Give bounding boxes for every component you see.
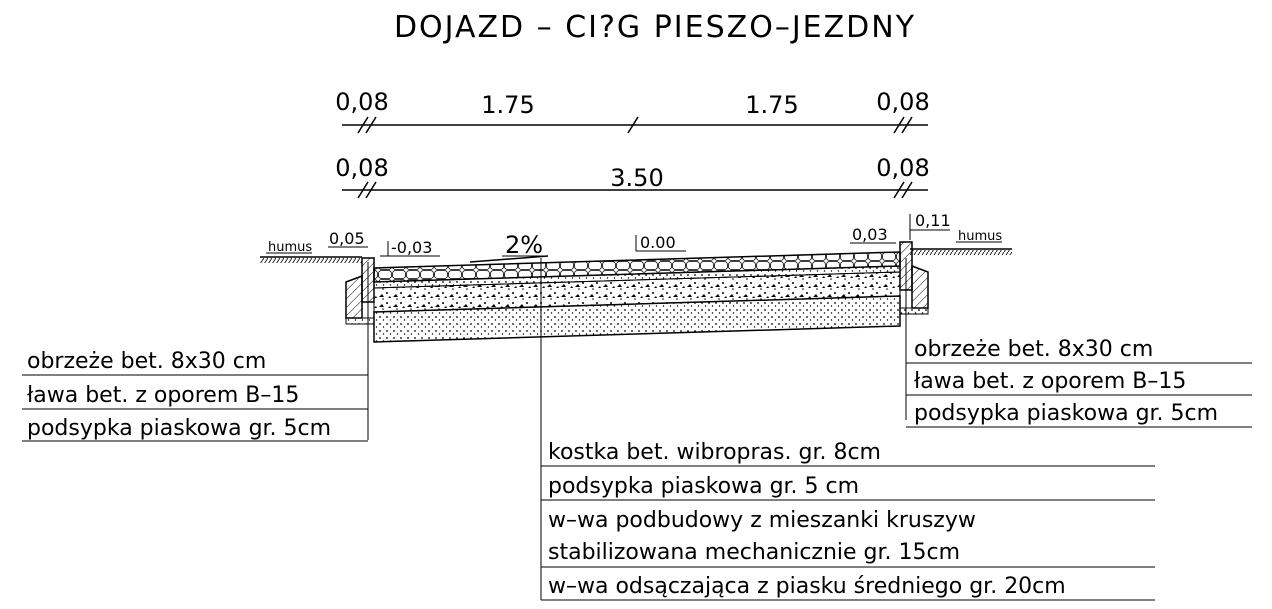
leader-lines (367, 258, 907, 600)
dim-label: 0,08 (876, 154, 929, 182)
pavement-section (345, 241, 929, 343)
dimension-row-top: 0,08 1.75 1.75 0,08 (335, 88, 930, 134)
dim-label: 3.50 (610, 164, 663, 192)
layer-label: w–wa odsączająca z piasku średniego gr. … (548, 574, 1066, 599)
layer-label: stabilizowana mechanicznie gr. 15cm (548, 540, 960, 565)
dim-label: 0,08 (335, 88, 388, 116)
right-label: obrzeże bet. 8x30 cm (914, 337, 1153, 362)
dim-label: 0,08 (335, 154, 388, 182)
dim-label: 0,08 (876, 88, 929, 116)
level-annotations: 0,05 -0,03 2% 0.00 0,03 0,11 (328, 211, 951, 263)
dim-label: 1.75 (745, 91, 798, 119)
right-label: podsypka piaskowa gr. 5cm (914, 401, 1218, 426)
drawing-title: DOJAZD – CI?G PIESZO–JEZDNY (394, 10, 916, 45)
right-label-block: obrzeże bet. 8x30 cm ława bet. z oporem … (906, 337, 1252, 428)
dim-label: 1.75 (481, 91, 534, 119)
left-curb-bench (345, 274, 363, 319)
left-label: ława bet. z oporem B–15 (27, 383, 299, 408)
layer-label: w–wa podbudowy z mieszanki kruszyw (548, 508, 976, 533)
dimension-row-second: 0,08 3.50 0,08 (335, 154, 930, 199)
right-label: ława bet. z oporem B–15 (914, 369, 1186, 394)
layer-label-block: kostka bet. wibropras. gr. 8cm podsypka … (541, 440, 1155, 601)
slope-label: 2% (505, 231, 543, 259)
layer-label: podsypka piaskowa gr. 5 cm (548, 474, 859, 499)
humus-left-label: humus (268, 240, 312, 255)
humus-right-label: humus (958, 229, 1002, 244)
left-label-block: obrzeże bet. 8x30 cm ława bet. z oporem … (22, 349, 368, 442)
right-curb-sand (899, 307, 929, 315)
drainage-layer (373, 295, 901, 343)
layer-label: kostka bet. wibropras. gr. 8cm (548, 440, 881, 465)
left-label: obrzeże bet. 8x30 cm (27, 349, 266, 374)
right-curb-bench (911, 264, 929, 309)
left-curb-sand (345, 317, 375, 325)
level-left-inner: -0,03 (391, 238, 432, 257)
ground-lines: humus humus (260, 229, 1012, 263)
left-label: podsypka piaskowa gr. 5cm (27, 416, 331, 441)
level-center: 0.00 (640, 233, 676, 252)
level-left-edge: 0,05 (329, 229, 365, 248)
level-right-inner: 0,03 (852, 225, 888, 244)
level-right-edge: 0,11 (915, 211, 951, 230)
